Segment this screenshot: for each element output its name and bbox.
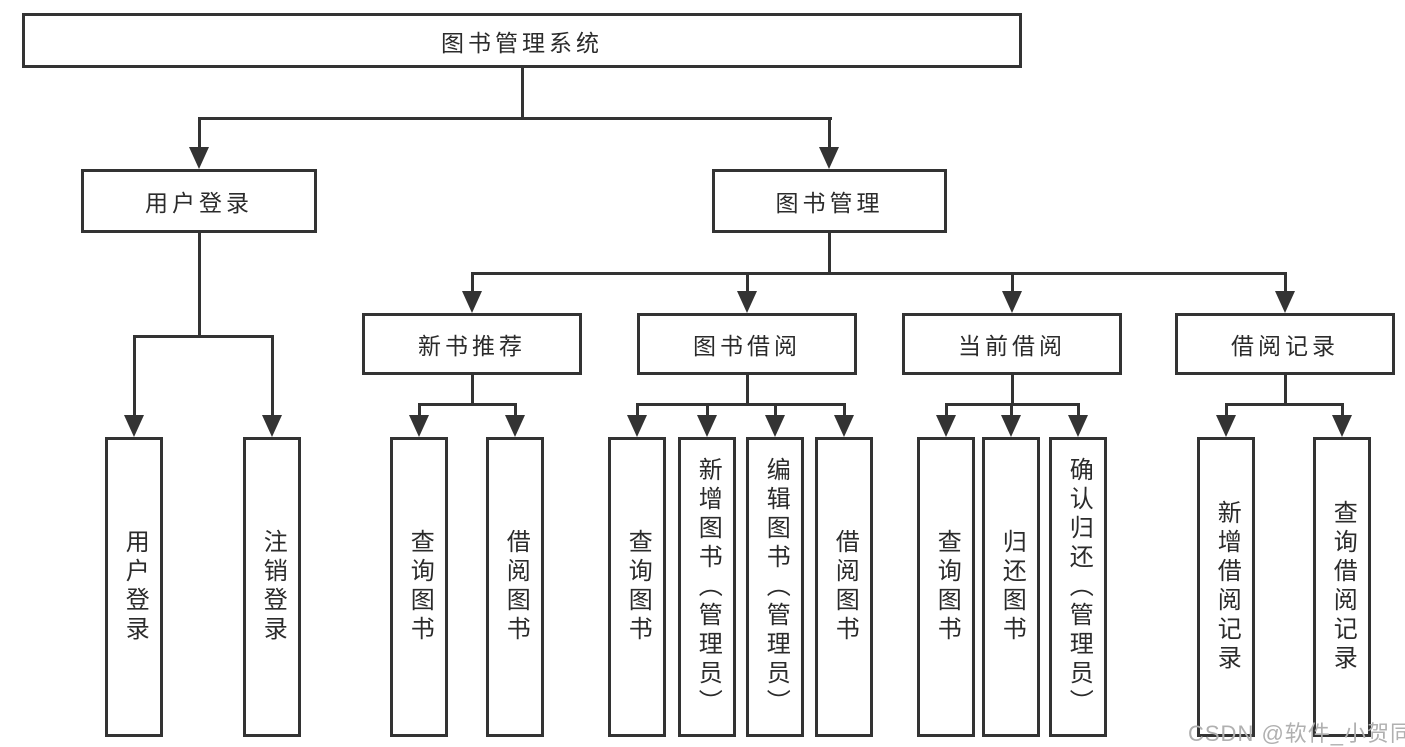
connector-arrow-shaft	[706, 403, 709, 417]
node-book-borrow: 图书借阅	[637, 313, 857, 375]
leaf-query-books: 查询图书	[917, 437, 975, 737]
leaf-edit-books-admin-label: 编辑图书（管理员）	[762, 456, 790, 718]
node-root-label: 图书管理系统	[441, 29, 603, 56]
leaf-borrow-books: 借阅图书	[486, 437, 544, 737]
connector-arrow-shaft	[746, 272, 749, 293]
arrow-head	[737, 291, 757, 313]
connector-arrow-shaft	[843, 403, 846, 417]
connector-arrow-shaft	[1077, 403, 1080, 417]
connector-arrow-shaft	[636, 403, 639, 417]
arrow-head	[189, 147, 209, 169]
leaf-edit-books-admin: 编辑图书（管理员）	[746, 437, 804, 737]
leaf-return-books-label: 归还图书	[998, 529, 1026, 645]
connector-arrow-shaft	[418, 403, 421, 417]
connector-borrow-records-bar	[1225, 403, 1344, 406]
node-new-book-recommend-label: 新书推荐	[418, 333, 526, 359]
node-book-management: 图书管理	[712, 169, 947, 233]
connector-arrow-shaft	[1011, 272, 1014, 293]
node-user-login-label: 用户登录	[145, 190, 253, 216]
leaf-add-books-admin: 新增图书（管理员）	[678, 437, 736, 737]
arrow-head	[409, 415, 429, 437]
leaf-borrow-books: 借阅图书	[815, 437, 873, 737]
arrow-head	[1001, 415, 1021, 437]
leaf-confirm-return-admin: 确认归还（管理员）	[1049, 437, 1107, 737]
connector-borrow-records-stem	[1284, 375, 1287, 406]
connector-new-book-stem	[471, 375, 474, 406]
connector-arrow-shaft	[133, 335, 136, 417]
connector-arrow-shaft	[828, 117, 831, 149]
leaf-query-books: 查询图书	[608, 437, 666, 737]
arrow-head	[1068, 415, 1088, 437]
arrow-head	[834, 415, 854, 437]
leaf-query-books: 查询图书	[390, 437, 448, 737]
arrow-head	[697, 415, 717, 437]
leaf-query-borrow-record-label: 查询借阅记录	[1329, 500, 1357, 674]
node-current-borrow-label: 当前借阅	[958, 333, 1066, 359]
leaf-query-books-label: 查询图书	[933, 529, 961, 645]
leaf-return-books: 归还图书	[982, 437, 1040, 737]
arrow-head	[1275, 291, 1295, 313]
leaf-add-borrow-record: 新增借阅记录	[1197, 437, 1255, 737]
connector-arrow-shaft	[271, 335, 274, 417]
watermark: CSDN @软件_小贺同学	[1188, 721, 1405, 746]
node-root: 图书管理系统	[22, 13, 1022, 68]
connector-user-login-bar	[133, 335, 274, 338]
leaf-user-login-label: 用户登录	[121, 529, 149, 645]
leaf-borrow-books-label: 借阅图书	[831, 529, 859, 645]
leaf-borrow-books-label: 借阅图书	[502, 529, 530, 645]
connector-arrow-shaft	[198, 117, 201, 149]
connector-level3-bar	[471, 272, 1286, 275]
node-borrow-records-label: 借阅记录	[1231, 333, 1339, 359]
connector-book-borrow-stem	[746, 375, 749, 406]
leaf-query-books-label: 查询图书	[624, 529, 652, 645]
leaf-add-borrow-record-label: 新增借阅记录	[1213, 500, 1241, 674]
leaf-query-books-label: 查询图书	[406, 529, 434, 645]
arrow-head	[262, 415, 282, 437]
connector-new-book-bar	[418, 403, 517, 406]
arrow-head	[462, 291, 482, 313]
connector-arrow-shaft	[774, 403, 777, 417]
node-book-borrow-label: 图书借阅	[693, 333, 801, 359]
node-current-borrow: 当前借阅	[902, 313, 1122, 375]
leaf-user-login: 用户登录	[105, 437, 163, 737]
leaf-query-borrow-record: 查询借阅记录	[1313, 437, 1371, 737]
arrow-head	[505, 415, 525, 437]
node-user-login: 用户登录	[81, 169, 317, 233]
node-new-book-recommend: 新书推荐	[362, 313, 582, 375]
connector-root-stem	[521, 66, 524, 120]
leaf-logout: 注销登录	[243, 437, 301, 737]
arrow-head	[765, 415, 785, 437]
connector-book-borrow-bar	[636, 403, 846, 406]
leaf-logout-label: 注销登录	[259, 529, 287, 645]
connector-user-login-stem	[198, 233, 201, 338]
arrow-head	[1002, 291, 1022, 313]
connector-book-mgmt-stem	[828, 233, 831, 275]
node-borrow-records: 借阅记录	[1175, 313, 1395, 375]
connector-arrow-shaft	[945, 403, 948, 417]
leaf-add-books-admin-label: 新增图书（管理员）	[694, 456, 722, 718]
node-book-management-label: 图书管理	[775, 190, 884, 216]
connector-arrow-shaft	[1284, 272, 1287, 293]
connector-arrow-shaft	[471, 272, 474, 293]
arrow-head	[1216, 415, 1236, 437]
arrow-head	[124, 415, 144, 437]
arrow-head	[819, 147, 839, 169]
leaf-confirm-return-admin-label: 确认归还（管理员）	[1065, 456, 1093, 718]
connector-arrow-shaft	[1225, 403, 1228, 417]
connector-level2-bar	[198, 117, 832, 120]
arrow-head	[1332, 415, 1352, 437]
connector-arrow-shaft	[1010, 403, 1013, 417]
arrow-head	[627, 415, 647, 437]
connector-current-borrow-stem	[1011, 375, 1014, 406]
connector-arrow-shaft	[514, 403, 517, 417]
connector-arrow-shaft	[1341, 403, 1344, 417]
arrow-head	[936, 415, 956, 437]
